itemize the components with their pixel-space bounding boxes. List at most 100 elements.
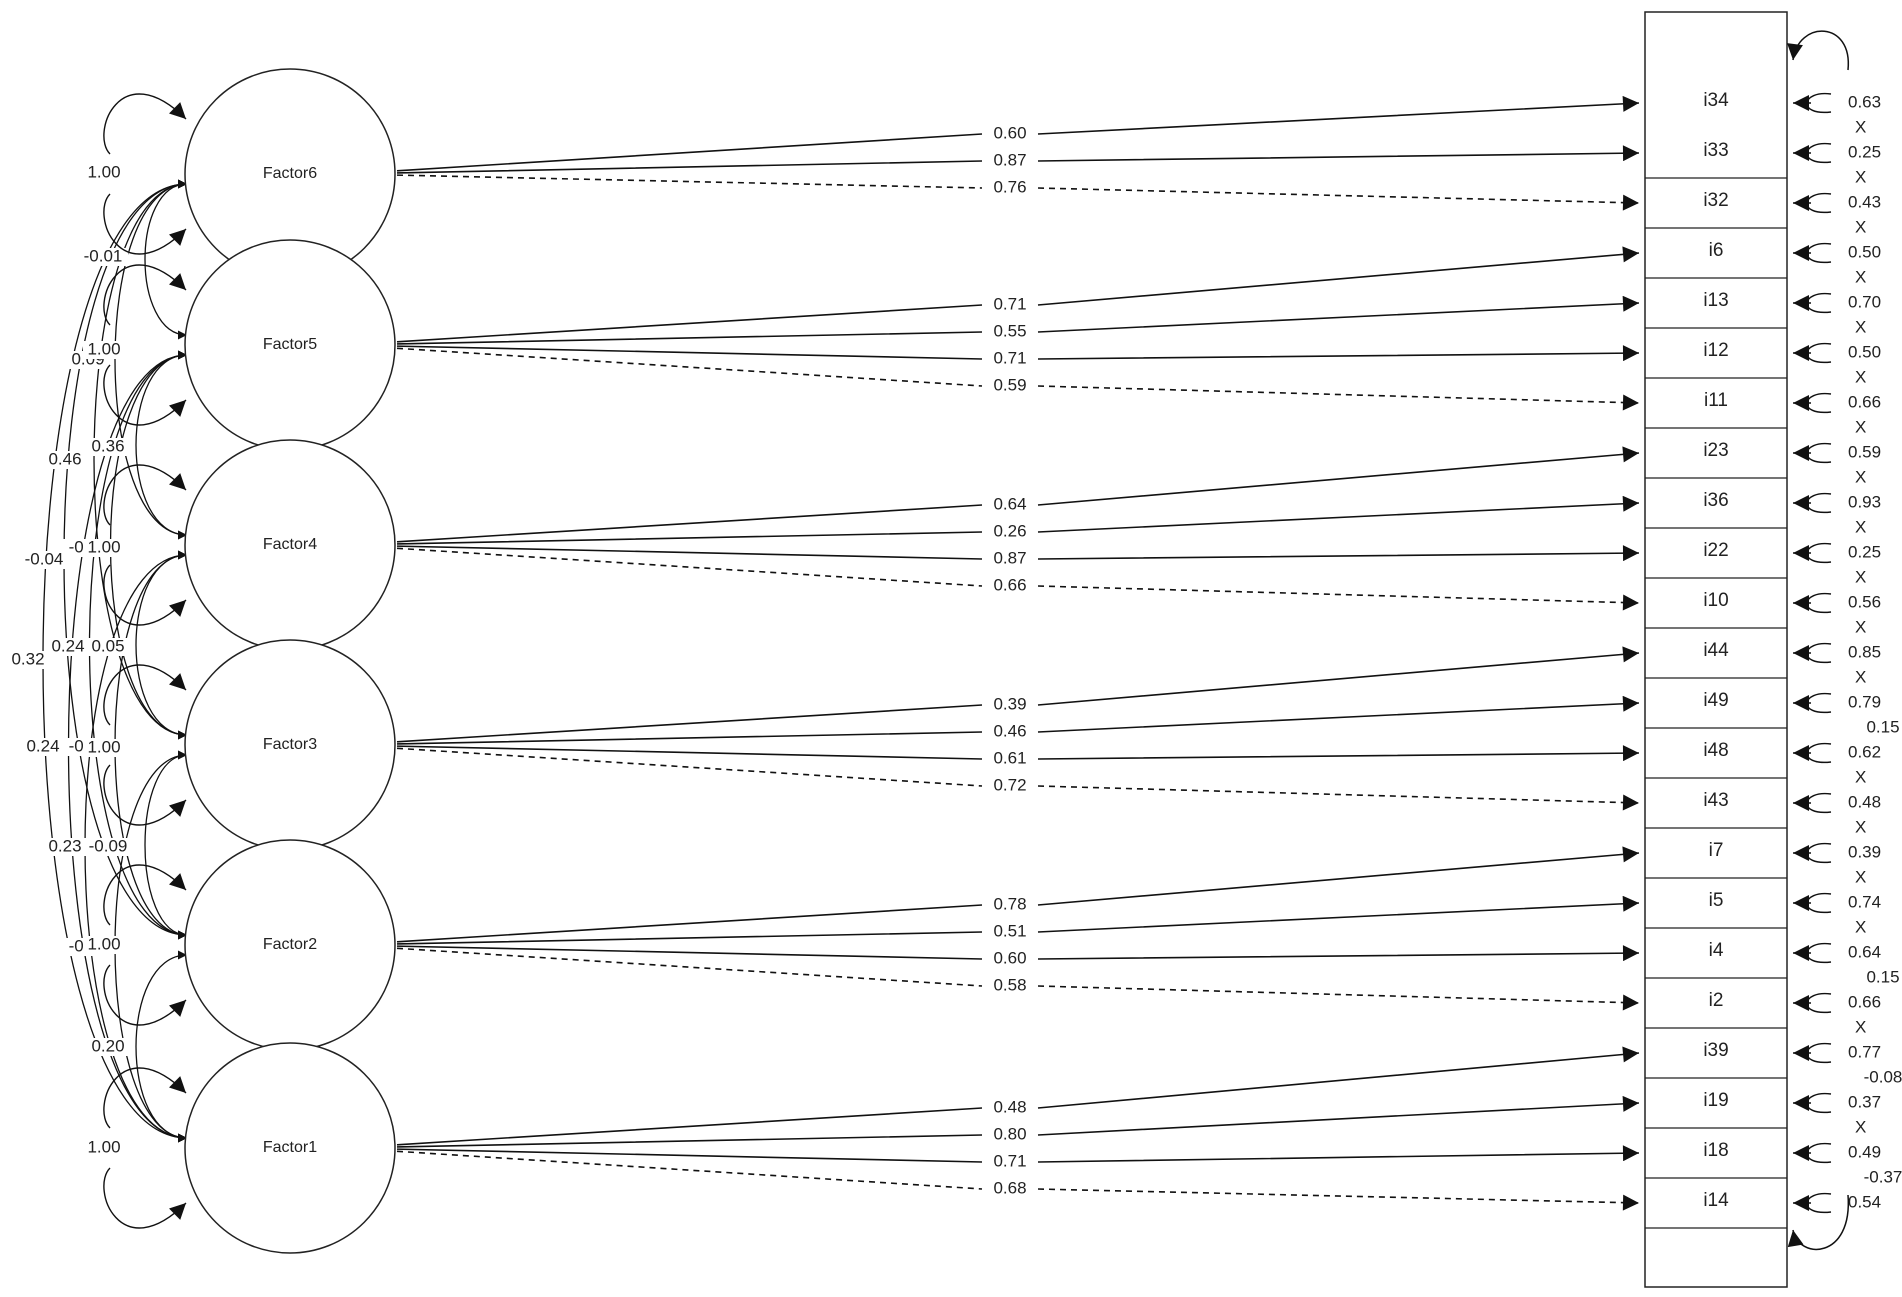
factor-covariance-label: 0.23 bbox=[48, 836, 81, 855]
indicator-i23: i23 bbox=[1703, 440, 1728, 461]
indicator-i49: i49 bbox=[1703, 690, 1728, 711]
loading-path bbox=[396, 746, 1639, 759]
indicator-i33: i33 bbox=[1703, 140, 1728, 161]
residual-label: 0.56 bbox=[1848, 592, 1881, 611]
factor-variance-loop bbox=[103, 664, 187, 726]
residual-covariance-label: X bbox=[1855, 667, 1866, 686]
factor-covariance-label: 0.32 bbox=[11, 649, 44, 668]
residual-label: 0.49 bbox=[1848, 1142, 1881, 1161]
factor-covariance-arc bbox=[114, 750, 188, 1143]
residual-label: 0.25 bbox=[1848, 142, 1881, 161]
factor-variance-label: 1.00 bbox=[87, 339, 120, 358]
factor-covariance-label: 0.46 bbox=[48, 449, 81, 468]
indicator-i5: i5 bbox=[1709, 890, 1724, 911]
loading-label: 0.68 bbox=[993, 1178, 1026, 1197]
factor-variance-label: 1.00 bbox=[87, 162, 120, 181]
residual-label: 0.59 bbox=[1848, 442, 1881, 461]
loading-path bbox=[396, 747, 1639, 803]
residual-label: 0.63 bbox=[1848, 92, 1881, 111]
loading-label: 0.76 bbox=[993, 177, 1026, 196]
factor-covariance-arc bbox=[144, 750, 188, 940]
loading-path bbox=[396, 253, 1639, 343]
residual-label: 0.77 bbox=[1848, 1042, 1881, 1061]
loading-paths-group: 0.600.870.760.710.550.710.590.640.260.87… bbox=[396, 103, 1639, 1203]
loading-label: 0.87 bbox=[993, 150, 1026, 169]
residual-label: 0.50 bbox=[1848, 242, 1881, 261]
loading-label: 0.72 bbox=[993, 775, 1026, 794]
latent-factor-label: Factor5 bbox=[263, 336, 317, 353]
label-backdrop bbox=[83, 539, 125, 557]
residual-covariance-label: X bbox=[1855, 1017, 1866, 1036]
factor-variance-loop bbox=[103, 964, 187, 1026]
factor-variance-loop bbox=[103, 364, 187, 426]
loading-path bbox=[396, 946, 1639, 959]
loading-path bbox=[396, 653, 1639, 743]
residual-label: 0.25 bbox=[1848, 542, 1881, 561]
factor-variance-loop bbox=[103, 193, 187, 255]
loading-path bbox=[396, 547, 1639, 603]
factor-variance-loop bbox=[103, 93, 187, 155]
latent-factor-label: Factor6 bbox=[263, 165, 317, 182]
latent-factor-f1 bbox=[184, 1042, 396, 1254]
residual-covariance-label: X bbox=[1855, 917, 1866, 936]
loading-label: 0.59 bbox=[993, 375, 1026, 394]
factor-variance-loop bbox=[103, 864, 187, 926]
label-backdrop bbox=[44, 451, 86, 469]
indicator-i19: i19 bbox=[1703, 1090, 1728, 1111]
residual-label: 0.85 bbox=[1848, 642, 1881, 661]
label-backdrop bbox=[7, 651, 49, 669]
loading-path bbox=[396, 947, 1639, 1003]
loading-path bbox=[396, 153, 1639, 174]
factor-variance-label: 1.00 bbox=[87, 737, 120, 756]
residual-label: 0.70 bbox=[1848, 292, 1881, 311]
residual-label: 0.50 bbox=[1848, 342, 1881, 361]
factor-covariance-arc bbox=[135, 350, 188, 540]
indicator-i39: i39 bbox=[1703, 1040, 1728, 1061]
loading-path bbox=[396, 503, 1639, 545]
residual-label: 0.74 bbox=[1848, 892, 1881, 911]
factor-variance-loop bbox=[103, 764, 187, 826]
loading-label: 0.58 bbox=[993, 975, 1026, 994]
loading-path bbox=[396, 103, 1639, 172]
loading-label: 0.87 bbox=[993, 548, 1026, 567]
latent-factor-label: Factor1 bbox=[263, 1139, 317, 1156]
indicator-i2: i2 bbox=[1709, 990, 1724, 1011]
loading-path bbox=[396, 853, 1639, 943]
factor-covariance-label: 0.20 bbox=[91, 1036, 124, 1055]
loading-path bbox=[396, 303, 1639, 345]
factor-covariance-label: -0.09 bbox=[89, 836, 128, 855]
indicator-column-frame bbox=[1644, 11, 1788, 1288]
factor-variance-label: 1.00 bbox=[87, 1137, 120, 1156]
label-backdrop bbox=[83, 341, 125, 359]
loading-label: 0.48 bbox=[993, 1097, 1026, 1116]
loading-path bbox=[396, 453, 1639, 543]
loading-label: 0.55 bbox=[993, 321, 1026, 340]
factor-covariance-group: -0.010.090.360.46-0.04-0.010.320.240.050… bbox=[7, 179, 188, 1143]
loading-label: 0.64 bbox=[993, 494, 1026, 513]
loading-label: 0.66 bbox=[993, 575, 1026, 594]
residual-label: 0.37 bbox=[1848, 1092, 1881, 1111]
residual-covariance-label: X bbox=[1855, 817, 1866, 836]
residual-label: 0.79 bbox=[1848, 692, 1881, 711]
loading-path bbox=[396, 903, 1639, 945]
residual-label: 0.54 bbox=[1848, 1192, 1881, 1211]
residual-covariance-label: X bbox=[1855, 767, 1866, 786]
residual-label: 0.39 bbox=[1848, 842, 1881, 861]
loading-label: 0.71 bbox=[993, 1151, 1026, 1170]
loading-path bbox=[396, 174, 1639, 203]
label-backdrop bbox=[22, 738, 64, 756]
residual-covariance-label: X bbox=[1855, 567, 1866, 586]
loading-path bbox=[396, 346, 1639, 359]
label-backdrop bbox=[47, 638, 89, 656]
factor-variance-loop bbox=[103, 1167, 187, 1229]
loading-path bbox=[396, 546, 1639, 559]
indicator-i18: i18 bbox=[1703, 1140, 1728, 1161]
latent-factor-label: Factor3 bbox=[263, 736, 317, 753]
residual-covariance-label: X bbox=[1855, 417, 1866, 436]
residual-outer-arc bbox=[1787, 1194, 1849, 1251]
factor-covariance-arc bbox=[93, 179, 188, 740]
loading-label: 0.61 bbox=[993, 748, 1026, 767]
residual-label: 0.48 bbox=[1848, 792, 1881, 811]
loading-label: 0.60 bbox=[993, 948, 1026, 967]
residual-covariance-label: X bbox=[1855, 517, 1866, 536]
